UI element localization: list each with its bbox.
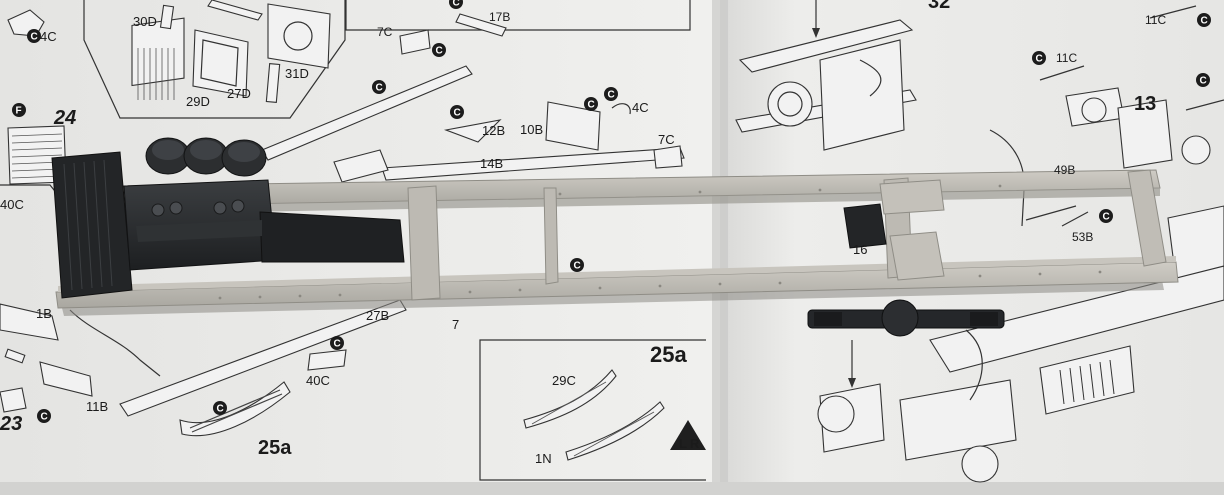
svg-text:C: C xyxy=(1103,212,1110,223)
svg-text:C: C xyxy=(1201,16,1208,27)
marker-c: C xyxy=(584,97,598,111)
manual-part-labels: 4C 30D 29D 27D 31D 7C 17B 24 12B 10B 4C … xyxy=(0,0,1166,466)
part-label: 29C xyxy=(552,373,576,388)
marker-f: F xyxy=(12,103,26,117)
drawing-radiator-parts xyxy=(131,0,331,103)
part-label: 31D xyxy=(285,66,309,81)
part-label: 11B xyxy=(86,399,108,414)
part-label: 24 xyxy=(53,107,76,129)
svg-text:C: C xyxy=(574,261,581,272)
svg-text:C: C xyxy=(436,46,443,57)
svg-text:C: C xyxy=(1036,54,1043,65)
part-label: 16 xyxy=(853,242,867,257)
svg-text:C: C xyxy=(376,83,383,94)
part-label: 53B xyxy=(1072,230,1093,244)
part-label: 7C xyxy=(658,132,675,147)
svg-text:C: C xyxy=(41,412,48,423)
part-label: 14B xyxy=(480,156,503,171)
part-label: 10B xyxy=(520,122,543,137)
part-label: 27D xyxy=(227,86,251,101)
model-crossmember-rear xyxy=(1127,169,1167,267)
part-label: 7C xyxy=(377,25,393,39)
marker-c: C xyxy=(1197,13,1211,27)
drawing-frame-rail-lower xyxy=(0,299,407,437)
svg-text:C: C xyxy=(31,32,38,43)
marker-c: C xyxy=(213,401,227,415)
part-label: 11C xyxy=(1145,13,1166,27)
marker-c: C xyxy=(1032,51,1046,65)
svg-text:C: C xyxy=(608,90,615,101)
part-label: 4C xyxy=(40,29,57,44)
drawing-leaf-springs-25a xyxy=(523,369,706,461)
part-label: 17B xyxy=(489,10,510,24)
part-label: 1N xyxy=(535,451,552,466)
part-label: 4C xyxy=(632,100,649,115)
marker-c: C xyxy=(27,29,41,43)
marker-c: C xyxy=(450,105,464,119)
svg-text:C: C xyxy=(334,339,341,350)
marker-c: C xyxy=(432,43,446,57)
marker-c: C xyxy=(1196,73,1210,87)
part-label: 12B xyxy=(482,123,505,138)
svg-text:F: F xyxy=(16,106,22,117)
model-rear-axle xyxy=(807,203,1005,337)
marker-c: C xyxy=(330,336,344,350)
step-label: 13 xyxy=(1134,93,1156,115)
part-label: 30D xyxy=(133,14,157,29)
model-crossmember-1 xyxy=(407,185,441,301)
part-label: 23 xyxy=(0,413,22,435)
svg-text:C: C xyxy=(453,0,460,9)
manual-circle-markers: C C C C C F C C C C C C C C C C xyxy=(12,0,1211,423)
part-label: 40C xyxy=(306,373,330,388)
part-label: 7 xyxy=(452,317,459,332)
part-label: 49B xyxy=(1054,163,1075,177)
svg-text:C: C xyxy=(1200,76,1207,87)
part-label: 29D xyxy=(186,94,210,109)
step-label: 25a xyxy=(650,342,687,367)
part-label: 25a xyxy=(258,437,292,459)
bottom-page-edge xyxy=(0,482,1224,495)
marker-c: C xyxy=(570,258,584,272)
part-label: 40C xyxy=(0,197,24,212)
marker-c: C xyxy=(37,409,51,423)
step-label: 32 xyxy=(928,0,950,13)
svg-text:C: C xyxy=(588,100,595,111)
marker-c: C xyxy=(449,0,463,9)
left-side-mark: L xyxy=(679,436,687,451)
svg-text:C: C xyxy=(217,404,224,415)
part-label: 1B xyxy=(36,306,52,321)
model-engine xyxy=(51,137,405,299)
model-crossmember-2 xyxy=(543,187,559,285)
marker-c: C xyxy=(604,87,618,101)
model-chassis-frame xyxy=(55,169,1179,316)
drawing-frame-rail-upper xyxy=(261,13,685,183)
page-gutter-shadow xyxy=(712,0,728,495)
marker-c: C xyxy=(372,80,386,94)
svg-text:C: C xyxy=(454,108,461,119)
part-label: 11C xyxy=(1056,51,1077,65)
part-label: 27B xyxy=(366,308,389,323)
right-side-mark: R xyxy=(690,436,700,451)
marker-c: C xyxy=(1099,209,1113,223)
